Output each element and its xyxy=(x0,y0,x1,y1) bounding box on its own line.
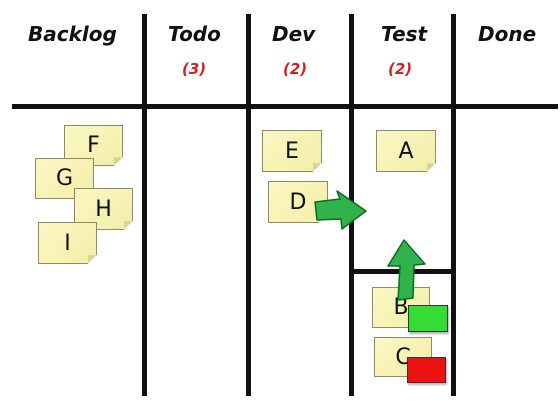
up-arrow-icon xyxy=(387,239,426,301)
column-title-backlog: Backlog xyxy=(28,22,117,46)
right-arrow-icon xyxy=(314,190,367,230)
column-title-done: Done xyxy=(478,22,537,46)
column-title-dev: Dev xyxy=(272,22,316,46)
wip-limit-todo: (3) xyxy=(182,60,207,78)
blocked-flag-red xyxy=(407,357,446,383)
wip-limit-test: (2) xyxy=(388,60,413,78)
column-divider-4 xyxy=(451,14,456,396)
card-e[interactable]: E xyxy=(262,130,322,172)
card-a[interactable]: A xyxy=(376,130,436,172)
column-divider-2 xyxy=(246,14,251,396)
wip-limit-dev: (2) xyxy=(283,60,308,78)
column-divider-1 xyxy=(142,14,147,396)
header-divider xyxy=(12,104,558,109)
card-i[interactable]: I xyxy=(38,222,97,264)
ready-flag-green xyxy=(408,305,448,332)
column-title-todo: Todo xyxy=(168,22,221,46)
column-title-test: Test xyxy=(381,22,428,46)
